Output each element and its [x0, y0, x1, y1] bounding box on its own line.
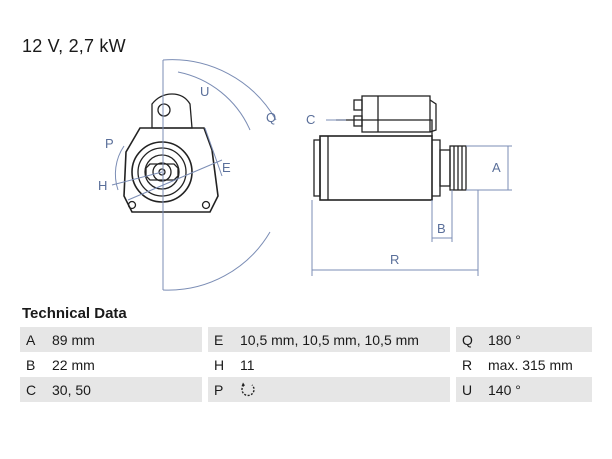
product-headline: 12 V, 2,7 kW [22, 36, 126, 56]
spec-value [240, 377, 450, 402]
counterclockwise-rotation-icon [241, 382, 255, 397]
spec-value: 89 mm [52, 327, 202, 352]
label-c: C [306, 112, 315, 127]
spec-value: max. 315 mm [488, 356, 573, 373]
label-h: H [98, 178, 107, 193]
spec-key: R [462, 356, 473, 373]
spec-key: U [456, 377, 488, 402]
spec-value: 30, 50 [52, 377, 202, 402]
spec-key: H [214, 356, 225, 373]
side-view [313, 95, 467, 201]
technical-drawing: U Q P H E C A B R [98, 59, 512, 291]
label-u: U [200, 84, 209, 99]
spec-key: E [208, 327, 240, 352]
front-view [123, 93, 219, 213]
spec-value: 11 [240, 356, 255, 373]
table-row: B 22 mm H 11 R max. 315 mm [20, 352, 592, 377]
spec-key: A [20, 327, 52, 352]
label-a: A [492, 160, 501, 175]
spec-value: 180 ° [488, 327, 592, 352]
front-view-dimensions [111, 59, 277, 291]
spec-key: Q [456, 327, 488, 352]
technical-data-title: Technical Data [22, 305, 127, 322]
label-e: E [222, 160, 231, 175]
label-b: B [437, 221, 446, 236]
technical-data-table: A 89 mm E 10,5 mm, 10,5 mm, 10,5 mm Q 18… [20, 327, 592, 402]
spec-key: C [20, 377, 52, 402]
spec-value: 22 mm [52, 356, 95, 373]
spec-key: P [208, 377, 240, 402]
table-row: A 89 mm E 10,5 mm, 10,5 mm, 10,5 mm Q 18… [20, 327, 592, 352]
spec-key: B [26, 356, 36, 373]
side-view-dimensions [311, 119, 512, 276]
label-q: Q [266, 110, 276, 125]
label-p: P [105, 136, 114, 151]
label-r: R [390, 252, 399, 267]
spec-value: 140 ° [488, 377, 592, 402]
spec-value: 10,5 mm, 10,5 mm, 10,5 mm [240, 327, 450, 352]
table-row: C 30, 50 P U 140 ° [20, 377, 592, 402]
